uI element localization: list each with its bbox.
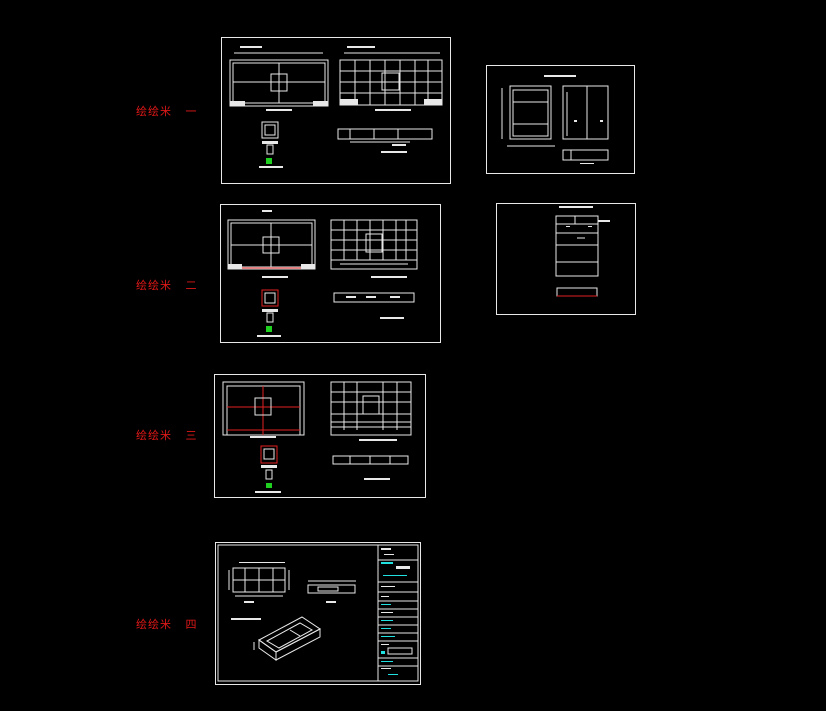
- sheet-label-2: 绘绘米 二: [136, 279, 198, 292]
- drawing-frame-side-1[interactable]: [486, 65, 635, 174]
- drawing-frame-2[interactable]: [220, 204, 441, 343]
- side-sheet-2-section: [555, 206, 610, 297]
- sheet-3-detail: [255, 445, 409, 493]
- sheet-4-isometric: [231, 616, 321, 661]
- sheet-2-grid-elevation: [330, 219, 418, 278]
- sheet-1-grid-elevation: [339, 46, 443, 111]
- sheet-4-section: [307, 580, 356, 603]
- sheet-4-title-block: [378, 548, 418, 675]
- sheet-label-4: 绘绘米 四: [136, 618, 198, 631]
- sheet-2-detail: [257, 289, 415, 337]
- sheet-3-plan: [222, 381, 305, 438]
- sheet-3-grid-elevation: [330, 381, 412, 441]
- sheet-4-plan: [228, 562, 290, 603]
- sheet-2-plan: [227, 210, 316, 278]
- sheet-label-1: 绘绘米 一: [136, 105, 198, 118]
- drawing-frame-1[interactable]: [221, 37, 451, 184]
- drawing-frame-4[interactable]: [215, 542, 421, 685]
- sheet-1-plan: [229, 46, 329, 111]
- sheet-1-detail: [259, 121, 433, 168]
- drawing-frame-3[interactable]: [214, 374, 426, 498]
- sheet-label-3: 绘绘米 三: [136, 429, 198, 442]
- side-sheet-1-elevations: [501, 75, 609, 164]
- drawing-frame-side-2[interactable]: [496, 203, 636, 315]
